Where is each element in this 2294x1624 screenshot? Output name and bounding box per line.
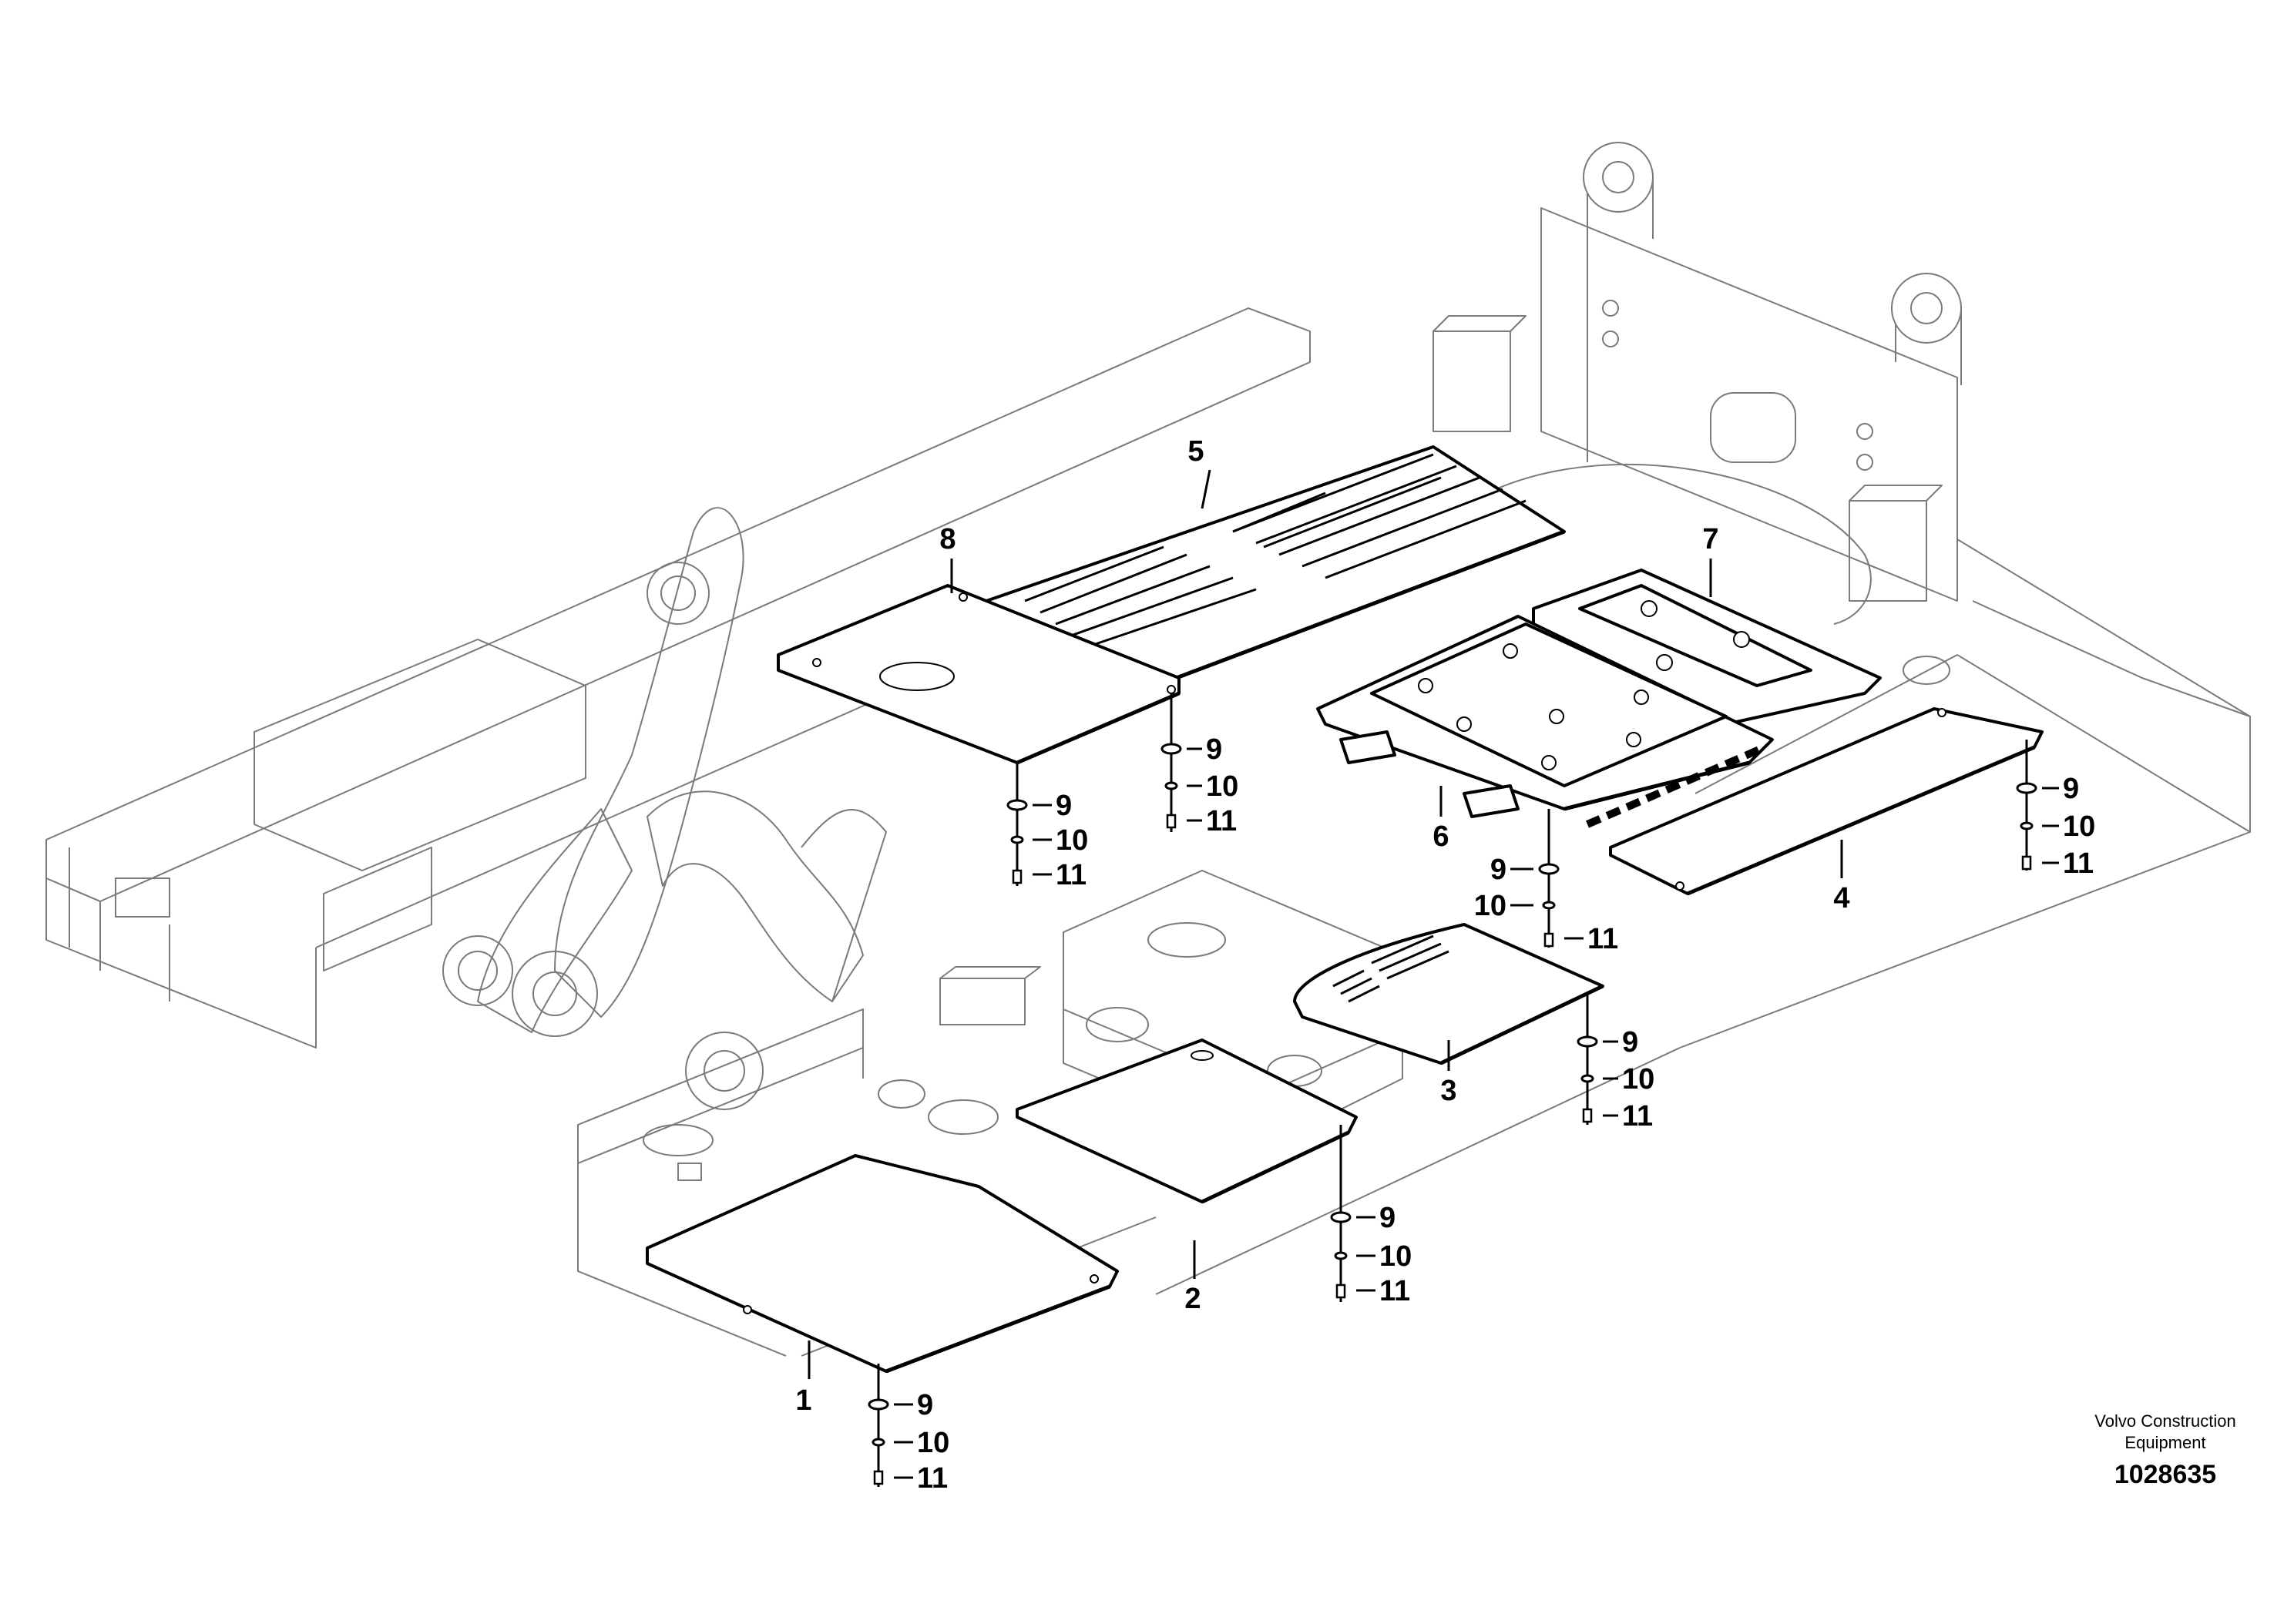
fastener-stacks bbox=[868, 743, 2059, 1485]
callout-9: 9 bbox=[1056, 790, 1072, 822]
callout-7: 7 bbox=[1702, 523, 1718, 555]
plate-5-slots bbox=[1024, 453, 1527, 649]
callout-5: 5 bbox=[1187, 435, 1204, 468]
callout-10: 10 bbox=[2063, 810, 2095, 843]
callout-3: 3 bbox=[1440, 1075, 1456, 1107]
plate-3-louvered-cover bbox=[1293, 923, 1604, 1065]
fastener-stack-plate-8 bbox=[1006, 799, 1052, 884]
callout-11: 11 bbox=[917, 1462, 948, 1495]
fastener-stack-plate-5 bbox=[1160, 743, 1202, 829]
plate-6-bolted-panel bbox=[1316, 615, 1774, 828]
fastener-stack-plate-3 bbox=[1577, 1035, 1618, 1123]
callout-4: 4 bbox=[1833, 882, 1849, 914]
callout-10: 10 bbox=[917, 1427, 949, 1459]
callout-11: 11 bbox=[1379, 1275, 1410, 1307]
plate-8-cover bbox=[777, 584, 1181, 765]
callout-1: 1 bbox=[795, 1384, 811, 1417]
plate-4-strip bbox=[1609, 707, 2044, 896]
callout-10: 10 bbox=[1206, 770, 1238, 803]
upper-frame-structure bbox=[45, 142, 2251, 1110]
plate-1-cover bbox=[646, 1154, 1119, 1374]
callout-9: 9 bbox=[1379, 1202, 1396, 1234]
brand-line-1: Volvo Construction bbox=[2094, 1411, 2235, 1431]
callout-9: 9 bbox=[1622, 1026, 1638, 1059]
plate-3-louvres bbox=[1332, 934, 1449, 1003]
fastener-stack-plate-1 bbox=[868, 1398, 913, 1485]
callout-10: 10 bbox=[1622, 1063, 1654, 1096]
callout-11: 11 bbox=[1056, 859, 1087, 891]
plate-2-cover bbox=[1016, 1038, 1358, 1204]
plate-5-slotted-cover bbox=[985, 445, 1566, 688]
callout-9: 9 bbox=[1490, 854, 1506, 886]
callout-10: 10 bbox=[1379, 1240, 1412, 1273]
callout-6: 6 bbox=[1432, 820, 1449, 853]
brand-line-2: Equipment bbox=[2124, 1433, 2205, 1452]
callout-9: 9 bbox=[917, 1389, 933, 1421]
part-callouts: 5 8 7 6 4 3 2 1 bbox=[795, 435, 1849, 1417]
callout-2: 2 bbox=[1184, 1283, 1201, 1315]
callout-10: 10 bbox=[1474, 890, 1506, 922]
callout-9: 9 bbox=[2063, 773, 2079, 805]
footer-block: Volvo Construction Equipment 1028635 bbox=[2094, 1411, 2235, 1489]
fastener-stack-plate-6 bbox=[1510, 863, 1584, 948]
leader-lines bbox=[808, 469, 2028, 1487]
callout-8: 8 bbox=[939, 523, 956, 555]
fastener-callouts: 9 10 11 9 10 11 9 10 11 9 10 11 9 10 11 … bbox=[917, 733, 2095, 1495]
plate-7-cover bbox=[1532, 569, 1882, 726]
document-number: 1028635 bbox=[2114, 1460, 2216, 1489]
plate-6-bolt-heads bbox=[1418, 643, 1649, 770]
callout-10: 10 bbox=[1056, 824, 1088, 857]
callout-9: 9 bbox=[1206, 733, 1222, 766]
callout-11: 11 bbox=[2063, 847, 2094, 880]
fastener-stack-plate-4 bbox=[2016, 782, 2059, 871]
callout-11: 11 bbox=[1206, 805, 1237, 837]
callout-11: 11 bbox=[1587, 923, 1618, 955]
callout-11: 11 bbox=[1622, 1100, 1653, 1132]
fastener-stack-plate-2 bbox=[1330, 1211, 1375, 1299]
